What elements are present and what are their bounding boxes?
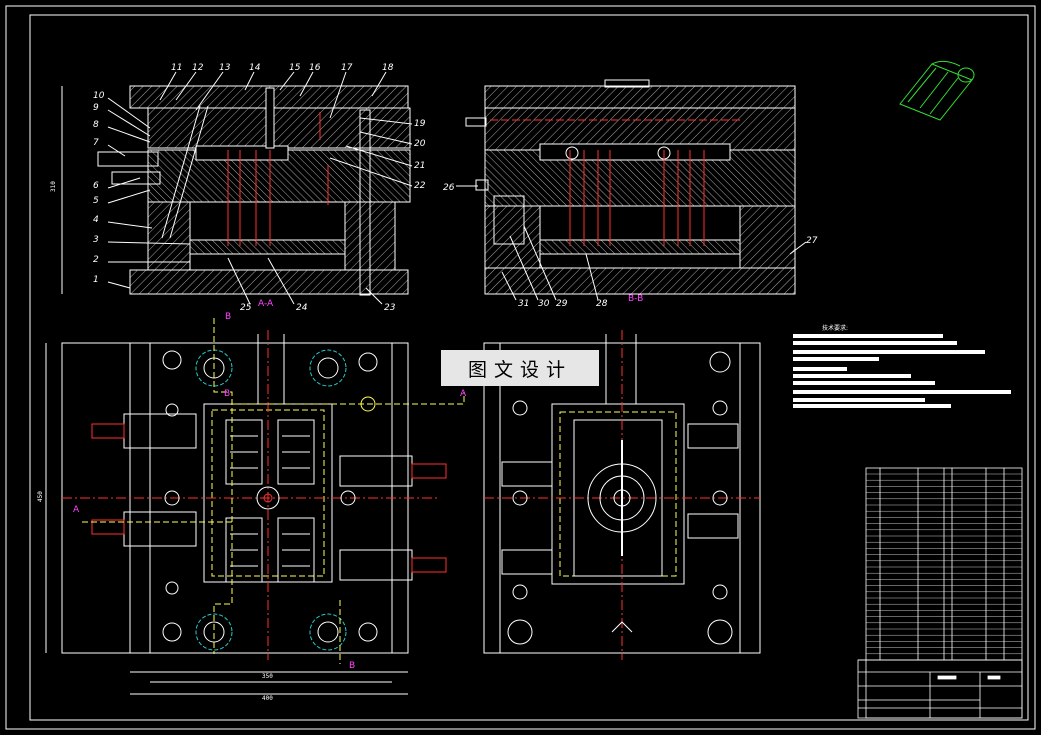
plan-view-moving bbox=[483, 330, 761, 660]
section-label-b: B-B bbox=[628, 294, 643, 304]
balloon: 1 bbox=[93, 275, 99, 285]
balloon: 13 bbox=[219, 63, 231, 73]
balloon: 29 bbox=[556, 299, 568, 309]
dimension-width-outer: 400 bbox=[262, 695, 273, 702]
dimension-width-inner: 350 bbox=[262, 673, 273, 680]
balloon: 17 bbox=[341, 63, 353, 73]
parts-list-rows bbox=[866, 473, 1022, 654]
watermark-text: 图文设计 bbox=[441, 350, 599, 386]
balloon: 28 bbox=[596, 299, 608, 309]
balloon: 19 bbox=[414, 119, 426, 129]
isometric-part bbox=[899, 60, 975, 121]
balloon: 3 bbox=[93, 235, 99, 245]
balloon: 20 bbox=[414, 139, 426, 149]
balloon: 31 bbox=[518, 299, 529, 309]
balloon: 27 bbox=[806, 236, 818, 246]
balloon: 9 bbox=[93, 103, 99, 113]
dimension-height-plan: 450 bbox=[37, 491, 44, 502]
cut-label: B bbox=[349, 661, 355, 671]
balloon: 16 bbox=[309, 63, 321, 73]
balloon: 12 bbox=[192, 63, 204, 73]
dimension-height-side: 310 bbox=[50, 181, 57, 192]
balloons-section-b: 26 27 31 30 29 28 bbox=[443, 183, 818, 309]
balloon: 24 bbox=[296, 303, 308, 313]
balloon: 15 bbox=[289, 63, 301, 73]
cut-label: A bbox=[460, 389, 467, 399]
inner-frame bbox=[29, 14, 1029, 721]
balloons-right: 19 20 21 22 bbox=[329, 117, 426, 191]
title-block bbox=[857, 467, 1023, 719]
outer-frame bbox=[5, 5, 1036, 730]
tech-requirements-title: 技术要求: bbox=[822, 324, 848, 332]
balloon: 25 bbox=[240, 303, 252, 313]
balloon: 26 bbox=[443, 183, 455, 193]
balloons-bottom: 25 24 23 bbox=[227, 257, 396, 313]
cut-label: A bbox=[73, 505, 80, 515]
cut-label: B bbox=[224, 389, 230, 399]
balloon: 5 bbox=[93, 196, 99, 206]
section-view-a bbox=[61, 85, 411, 296]
balloon: 2 bbox=[93, 255, 99, 265]
balloon: 10 bbox=[93, 91, 105, 101]
balloon: 6 bbox=[93, 181, 99, 191]
balloon: 4 bbox=[93, 215, 99, 225]
tech-requirements: 技术要求: bbox=[793, 324, 1011, 408]
balloon: 14 bbox=[249, 63, 261, 73]
plan-view-fixed bbox=[45, 318, 465, 695]
balloon: 30 bbox=[538, 299, 550, 309]
balloon: 8 bbox=[93, 120, 99, 130]
balloon: 23 bbox=[384, 303, 396, 313]
section-label-a: A-A bbox=[258, 299, 274, 309]
balloons-left: 10 9 8 7 6 5 4 3 2 1 bbox=[93, 91, 191, 289]
balloon: 18 bbox=[382, 63, 394, 73]
balloon: 21 bbox=[414, 161, 425, 171]
balloon: 11 bbox=[171, 63, 182, 73]
balloon: 22 bbox=[414, 181, 426, 191]
balloons-top: 11 12 13 14 15 16 17 18 bbox=[159, 63, 394, 119]
section-view-b bbox=[465, 79, 796, 295]
cut-label: B bbox=[225, 312, 231, 322]
balloon: 7 bbox=[93, 138, 99, 148]
